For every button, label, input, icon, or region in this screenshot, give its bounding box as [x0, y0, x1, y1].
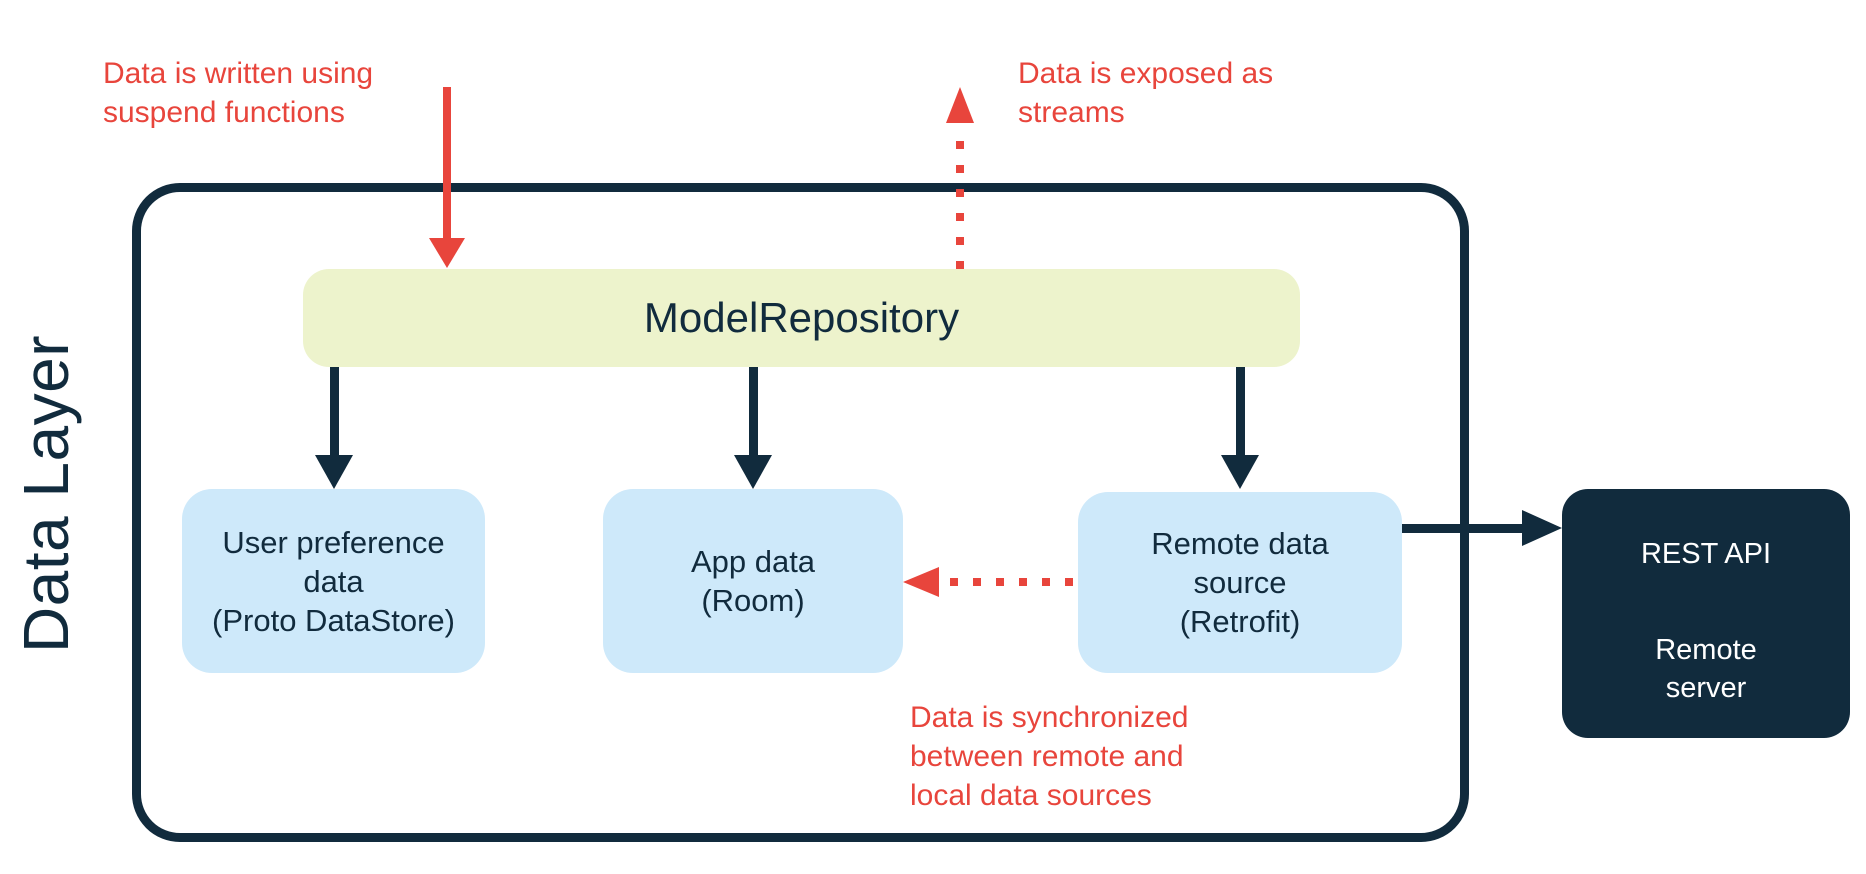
app-data-box: App data (Room) — [603, 489, 903, 673]
remote-server-label: Remote server — [1655, 634, 1757, 704]
sync-arrow-shaft — [950, 578, 1079, 586]
data-layer-container — [132, 183, 1469, 842]
remote-to-server-arrow-head-icon — [1522, 510, 1562, 546]
repo-to-app-data-arrow-shaft — [749, 367, 758, 457]
repo-to-user-preference-arrow-head-icon — [315, 455, 353, 489]
write-suspend-arrow-head-icon — [429, 238, 465, 268]
annotation-exposed-streams: Data is exposed as streams — [1018, 57, 1274, 129]
repo-to-app-data-arrow-head-icon — [734, 455, 772, 489]
annotation-synchronized: Data is synchronized between remote and … — [910, 701, 1189, 812]
write-suspend-arrow-shaft — [443, 87, 451, 239]
remote-to-server-arrow-shaft — [1402, 524, 1524, 533]
annotation-written-suspend: Data is written using suspend functions — [103, 57, 374, 129]
model-repository-label: ModelRepository — [643, 294, 960, 341]
repo-to-remote-source-arrow-shaft — [1236, 367, 1245, 457]
rest-api-label: REST API — [1640, 538, 1772, 570]
repo-to-remote-source-arrow-head-icon — [1221, 455, 1259, 489]
user-preference-data-box: User preference data (Proto DataStore) — [182, 489, 485, 673]
remote-server-box: REST API Remote server — [1562, 489, 1850, 738]
repo-to-user-preference-arrow-shaft — [330, 367, 339, 457]
exposed-streams-arrow-head-icon — [946, 87, 974, 123]
remote-data-source-box: Remote data source (Retrofit) — [1078, 492, 1402, 673]
sync-arrow-head-icon — [903, 567, 939, 597]
layer-title: Data Layer — [10, 334, 82, 654]
model-repository-box: ModelRepository — [303, 269, 1300, 367]
exposed-streams-arrow-shaft — [956, 141, 964, 269]
